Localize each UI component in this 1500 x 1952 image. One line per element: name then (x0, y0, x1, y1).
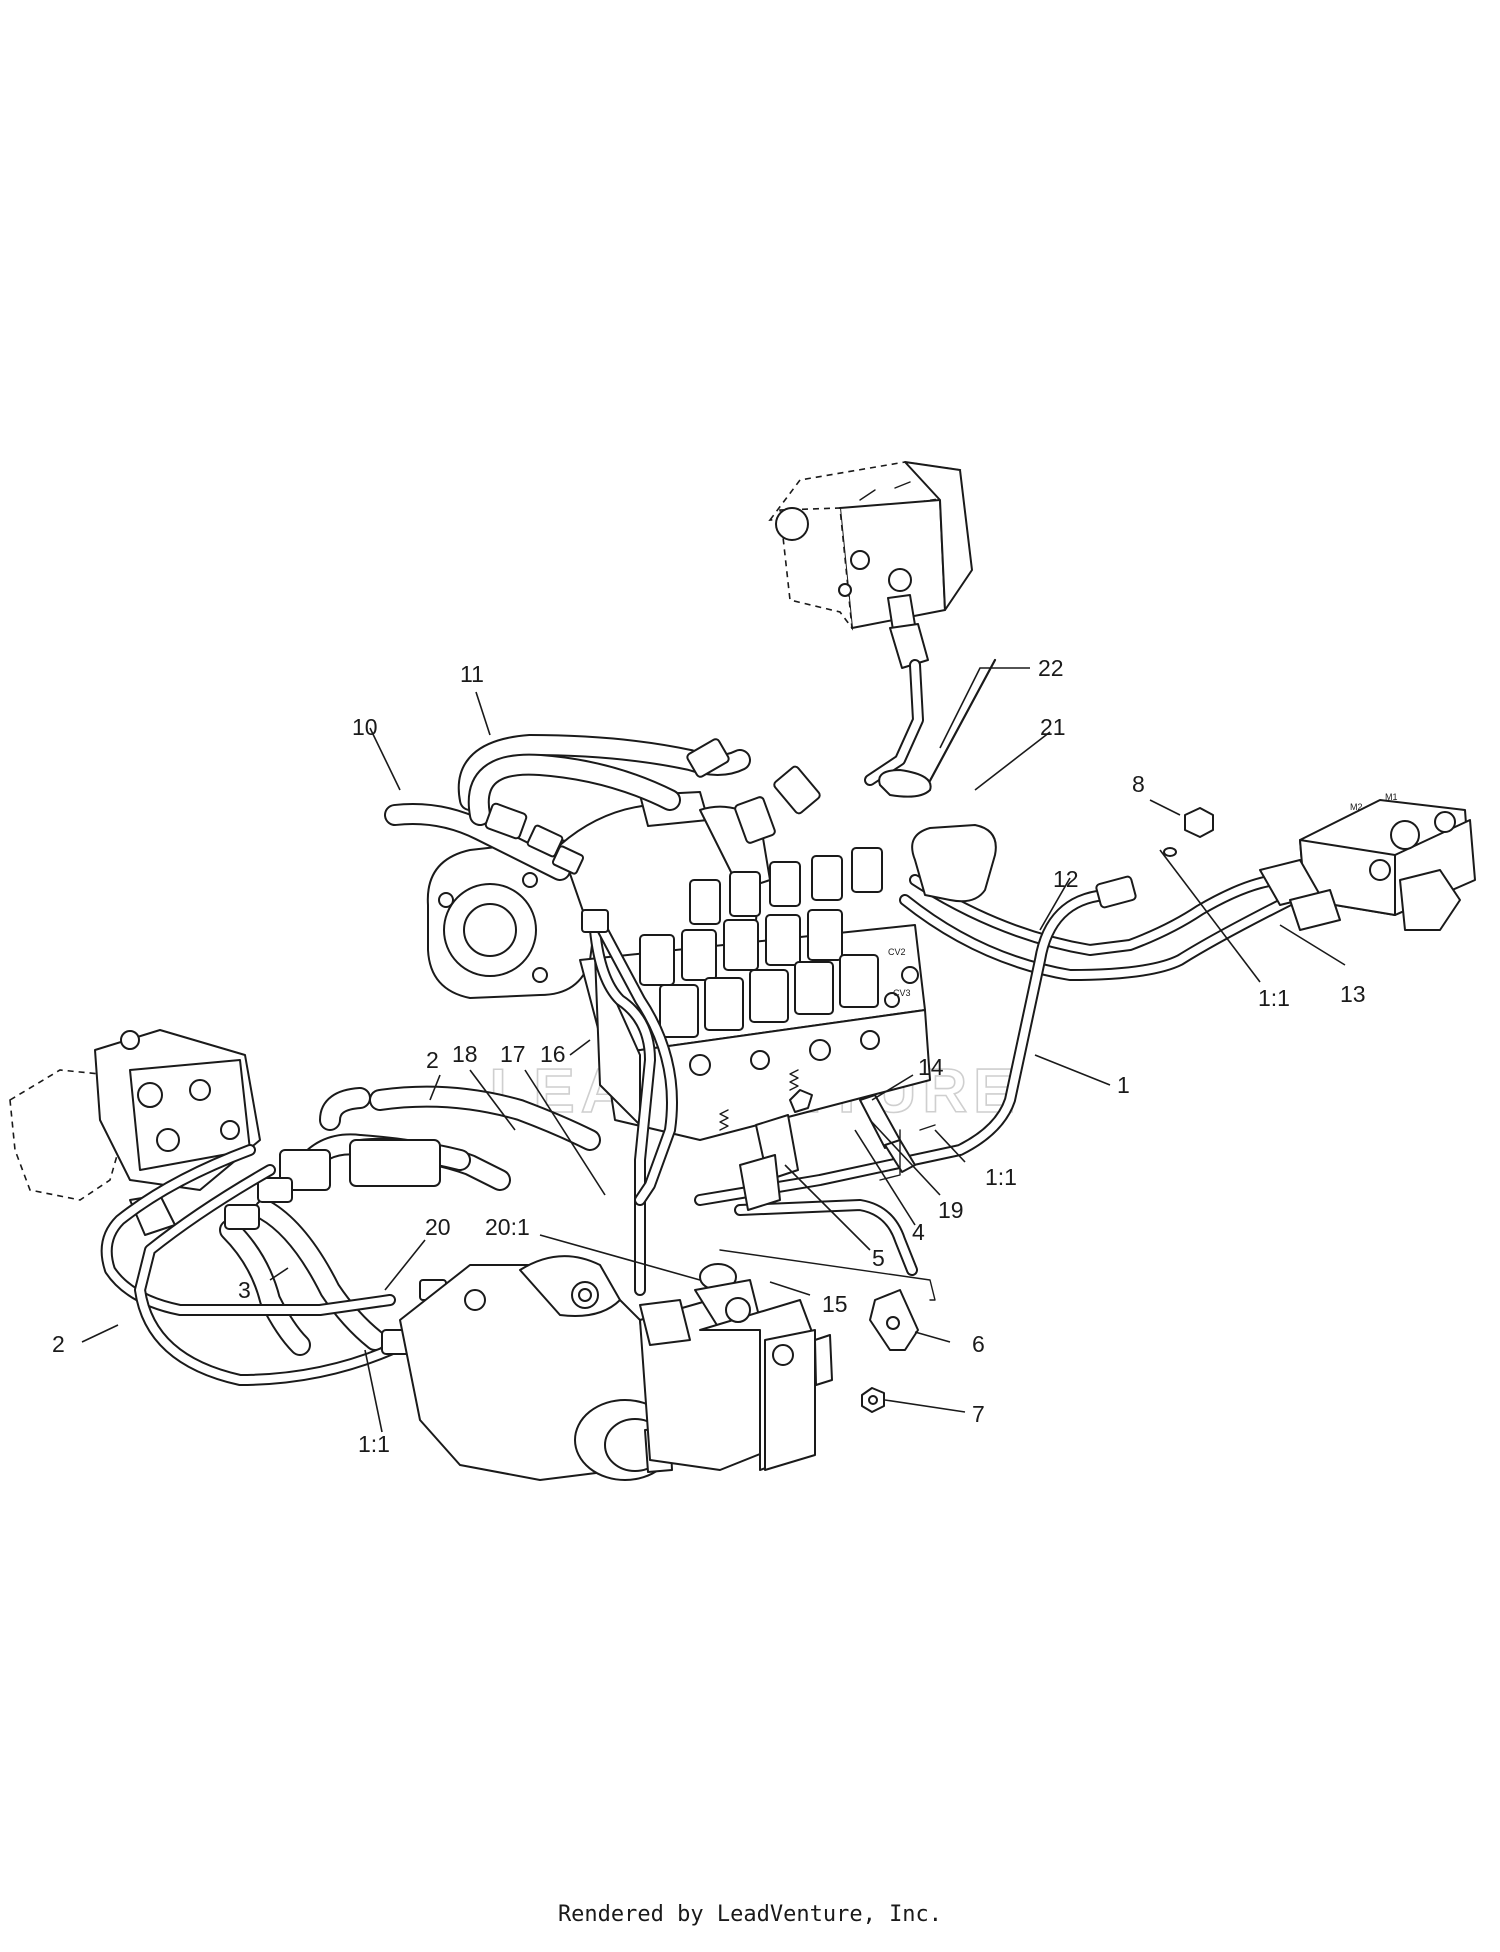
callout-18: 18 (452, 1041, 478, 1067)
left-hoses (100, 1085, 601, 1386)
svg-text:M2: M2 (1350, 802, 1363, 812)
svg-text:CV3: CV3 (893, 988, 911, 998)
upper-valve-block (768, 461, 973, 631)
central-manifold: CV2 CV3 (579, 847, 931, 1141)
small-parts-top-right (878, 658, 1214, 903)
clamp-and-nut (861, 1289, 919, 1413)
callout-4: 4 (912, 1219, 925, 1245)
callout-17: 17 (500, 1041, 526, 1067)
callout-20: 20 (425, 1214, 451, 1240)
callout-1-1-c: 1:1 (358, 1431, 390, 1457)
center-fittings (739, 1089, 936, 1211)
upper-feed-tube (864, 594, 929, 786)
callout-5: 5 (872, 1245, 885, 1271)
callout-21: 21 (1040, 714, 1066, 740)
callout-10: 10 (352, 714, 378, 740)
footer-credit: Rendered by LeadVenture, Inc. (557, 1902, 943, 1927)
callout-1-1-a: 1:1 (1258, 985, 1290, 1011)
callout-13: 13 (1340, 981, 1366, 1007)
callout-12: 12 (1053, 866, 1079, 892)
left-valve-block (9, 1029, 261, 1236)
svg-text:CV2: CV2 (888, 947, 906, 957)
callout-11: 11 (460, 661, 484, 687)
svg-text:M1: M1 (1385, 792, 1398, 802)
callout-20-1: 20:1 (485, 1214, 530, 1240)
callout-6: 6 (972, 1331, 985, 1357)
callout-15: 15 (822, 1291, 848, 1317)
callout-19: 19 (938, 1197, 964, 1223)
hoses-10-11 (384, 734, 821, 881)
callout-7: 7 (972, 1401, 985, 1427)
callout-1-1-b: 1:1 (985, 1164, 1017, 1190)
lower-motor (399, 1249, 936, 1481)
callout-labels: 22 21 11 10 8 12 1:1 13 1 2 18 17 16 14 … (52, 655, 1366, 1457)
callout-16: 16 (540, 1041, 566, 1067)
callout-8: 8 (1132, 771, 1145, 797)
center-tubes (581, 909, 918, 1296)
callout-2-a: 2 (426, 1047, 439, 1073)
callout-22: 22 (1038, 655, 1064, 681)
right-tube-bundle (694, 873, 1306, 1206)
right-valve-block: M2 M1 (1259, 792, 1476, 931)
callout-3: 3 (238, 1277, 251, 1303)
callout-1: 1 (1117, 1072, 1130, 1098)
callout-2-b: 2 (52, 1331, 65, 1357)
callout-14: 14 (918, 1054, 944, 1080)
leader-lines (81, 667, 1346, 1433)
